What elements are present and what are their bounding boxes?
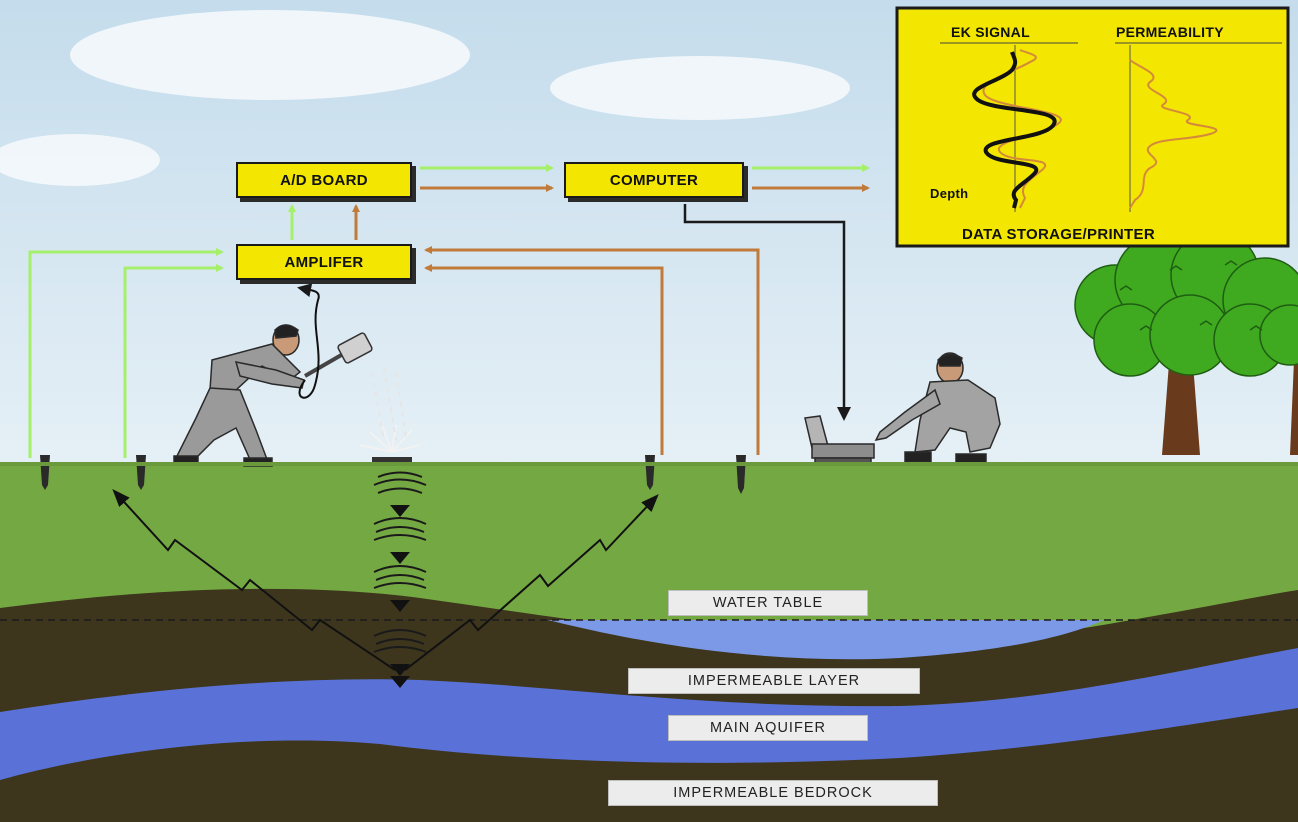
ek-signal-trace-orange — [982, 49, 1062, 209]
person-with-laptop — [874, 352, 1001, 465]
trigger-cable — [297, 283, 320, 399]
strike-plate — [372, 457, 412, 465]
main-aquifer-label: MAIN AQUIFER — [668, 715, 868, 741]
clouds — [0, 10, 850, 186]
data-storage-panel — [895, 6, 1290, 248]
impermeable-bedrock-label: IMPERMEABLE BEDROCK — [608, 780, 938, 806]
ek-signal-trace-black — [972, 51, 1057, 209]
permeability-heading: PERMEABILITY — [1116, 24, 1224, 40]
amplifier-box: AMPLIFER — [236, 244, 412, 280]
impact-splash — [359, 419, 421, 453]
laptop-icon — [804, 415, 875, 465]
seismic-waves — [373, 471, 427, 653]
impermeable-layer-label: IMPERMEABLE LAYER — [628, 668, 920, 694]
orange-signal-lines — [352, 184, 870, 455]
water-table-label: WATER TABLE — [668, 590, 868, 616]
computer-to-laptop-line — [683, 204, 851, 421]
tree-illustration — [1074, 230, 1298, 455]
hammer-icon — [303, 332, 373, 378]
reflected-signals — [112, 489, 659, 671]
green-signal-lines — [28, 164, 870, 458]
water-table-pool — [548, 620, 1104, 660]
motion-lines — [371, 367, 407, 441]
wave-arrowheads — [390, 505, 410, 688]
grass-edge — [0, 462, 1298, 466]
data-storage-printer-label: DATA STORAGE/PRINTER — [962, 226, 1155, 243]
depth-label: Depth — [930, 186, 969, 201]
computer-box: COMPUTER — [564, 162, 744, 198]
person-with-hammer — [173, 324, 305, 467]
permeability-trace — [1129, 59, 1218, 209]
ek-signal-heading: EK SIGNAL — [951, 24, 1030, 40]
ad-board-box: A/D BOARD — [236, 162, 412, 198]
main-aquifer — [0, 648, 1298, 780]
